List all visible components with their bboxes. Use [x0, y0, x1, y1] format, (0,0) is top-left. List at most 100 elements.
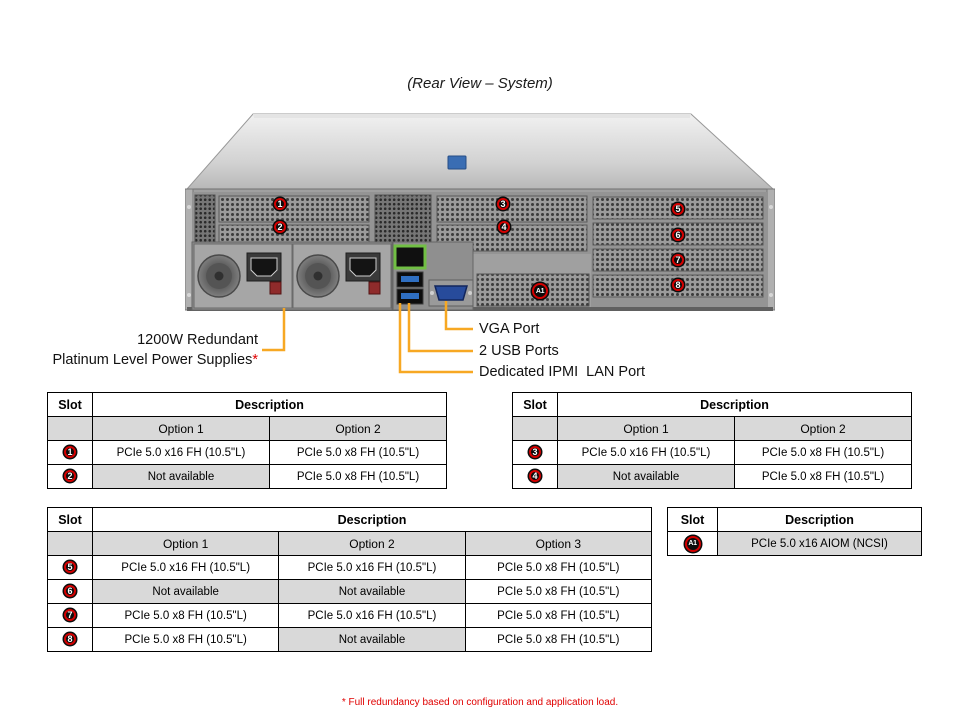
table-row: 3 PCIe 5.0 x16 FH (10.5"L) PCIe 5.0 x8 F… [512, 440, 912, 465]
cell: Not available [557, 464, 735, 489]
slot-header: Slot [512, 392, 558, 417]
callout-badge-7: 7 [672, 254, 684, 266]
usb-ports-label: 2 USB Ports [479, 343, 559, 359]
power-supply-bay [191, 241, 393, 311]
psu-label-line2: Platinum Level Power Supplies* [52, 352, 258, 368]
table-header-row: Slot Description [512, 392, 912, 417]
callout-badge-a1: A1 [532, 283, 548, 299]
table-row: 5 PCIe 5.0 x16 FH (10.5"L) PCIe 5.0 x16 … [47, 555, 653, 580]
option-header: Option 3 [464, 531, 653, 556]
slot-header: Slot [667, 507, 718, 532]
option-header: Option 2 [734, 416, 912, 441]
table-row: 4 Not available PCIe 5.0 x8 FH (10.5"L) [512, 464, 912, 489]
cell: Not available [278, 579, 466, 604]
option-header: Option 1 [557, 416, 735, 441]
slot-badge-4: 4 [529, 470, 541, 483]
slot-badge-a1: A1 [684, 535, 701, 552]
cell: PCIe 5.0 x8 FH (10.5"L) [464, 579, 653, 604]
chassis-lid [185, 113, 775, 190]
psu-footnote-asterisk: * [252, 352, 258, 368]
option-header-row: Option 1 Option 2 [512, 416, 912, 441]
option-header: Option 1 [91, 531, 280, 556]
option-header-row: Option 1 Option 2 Option 3 [47, 531, 653, 556]
slot-badge-5: 5 [64, 561, 76, 574]
slot-badge-7: 7 [64, 609, 76, 622]
slot-header: Slot [47, 507, 93, 532]
lid-label-sticker [447, 155, 467, 170]
psu-label-line1: 1200W Redundant [137, 332, 258, 348]
cell: PCIe 5.0 x8 FH (10.5"L) [269, 440, 447, 465]
option-spacer [512, 416, 558, 441]
description-header: Description [92, 507, 652, 532]
cell: PCIe 5.0 x16 FH (10.5"L) [91, 555, 280, 580]
callout-badge-4: 4 [498, 221, 510, 233]
cell: PCIe 5.0 x8 FH (10.5"L) [464, 627, 653, 652]
redundancy-footnote: * Full redundancy based on configuration… [341, 697, 619, 708]
cell: PCIe 5.0 x8 FH (10.5"L) [464, 603, 653, 628]
slot-badge-1: 1 [64, 446, 76, 459]
slot-3-grille [436, 195, 588, 223]
table-row: 2 Not available PCIe 5.0 x8 FH (10.5"L) [47, 464, 447, 489]
psu-label: 1200W Redundant Platinum Level Power Sup… [28, 330, 258, 370]
cell: PCIe 5.0 x8 FH (10.5"L) [91, 603, 280, 628]
description-header: Description [557, 392, 912, 417]
description-header: Description [717, 507, 922, 532]
cell: PCIe 5.0 x16 AIOM (NCSI) [717, 531, 922, 556]
slot-badge-2: 2 [64, 470, 76, 483]
option-header: Option 2 [269, 416, 447, 441]
cell: PCIe 5.0 x8 FH (10.5"L) [464, 555, 653, 580]
ipmi-callout-line [398, 303, 473, 374]
description-header: Description [92, 392, 447, 417]
option-spacer [47, 531, 93, 556]
cell: PCIe 5.0 x8 FH (10.5"L) [734, 464, 912, 489]
slot-table-1-2: Slot Description Option 1 Option 2 1 PCI… [47, 392, 447, 489]
table-header-row: Slot Description [47, 392, 447, 417]
callout-badge-1: 1 [274, 198, 286, 210]
cell: Not available [278, 627, 466, 652]
usb-ports [396, 271, 424, 305]
table-header-row: Slot Description [47, 507, 652, 532]
server-rear-view [184, 112, 776, 312]
cell: PCIe 5.0 x16 FH (10.5"L) [557, 440, 735, 465]
slot-badge-3: 3 [529, 446, 541, 459]
psu-1 [193, 243, 293, 309]
ipmi-lan-port-label: Dedicated IPMI LAN Port [479, 364, 646, 380]
page-title: (Rear View – System) [407, 75, 553, 92]
callout-badge-3: 3 [497, 198, 509, 210]
server-rear-illustration [184, 113, 776, 311]
cell: PCIe 5.0 x8 FH (10.5"L) [734, 440, 912, 465]
callout-badge-6: 6 [672, 229, 684, 241]
psu-release-latch [368, 281, 381, 295]
cell: Not available [92, 464, 270, 489]
vga-connector [428, 279, 474, 307]
vga-port-label: VGA Port [479, 321, 540, 337]
slot-table-5-8: Slot Description Option 1 Option 2 Optio… [47, 507, 653, 652]
slot-table-a1: Slot Description A1 PCIe 5.0 x16 AIOM (N… [667, 507, 922, 556]
cell: PCIe 5.0 x8 FH (10.5"L) [269, 464, 447, 489]
psu-callout-line [262, 308, 286, 352]
table-row: 7 PCIe 5.0 x8 FH (10.5"L) PCIe 5.0 x16 F… [47, 603, 653, 628]
table-row: 8 PCIe 5.0 x8 FH (10.5"L) Not available … [47, 627, 653, 652]
ipmi-lan-port [393, 244, 427, 270]
cell: PCIe 5.0 x16 FH (10.5"L) [278, 555, 466, 580]
slot-1-grille [218, 195, 370, 223]
psu-2 [292, 243, 392, 309]
cell: PCIe 5.0 x16 FH (10.5"L) [92, 440, 270, 465]
psu-release-latch [269, 281, 282, 295]
option-header: Option 2 [278, 531, 466, 556]
option-header-row: Option 1 Option 2 [47, 416, 447, 441]
slot-table-3-4: Slot Description Option 1 Option 2 3 PCI… [512, 392, 912, 489]
slot-header: Slot [47, 392, 93, 417]
cell: PCIe 5.0 x16 FH (10.5"L) [278, 603, 466, 628]
option-spacer [47, 416, 93, 441]
callout-badge-5: 5 [672, 203, 684, 215]
table-header-row: Slot Description [667, 507, 922, 532]
callout-badge-8: 8 [672, 279, 684, 291]
table-row: A1 PCIe 5.0 x16 AIOM (NCSI) [667, 531, 922, 556]
table-row: 6 Not available Not available PCIe 5.0 x… [47, 579, 653, 604]
slot-badge-8: 8 [64, 633, 76, 646]
cell: Not available [91, 579, 280, 604]
option-header: Option 1 [92, 416, 270, 441]
table-row: 1 PCIe 5.0 x16 FH (10.5"L) PCIe 5.0 x8 F… [47, 440, 447, 465]
